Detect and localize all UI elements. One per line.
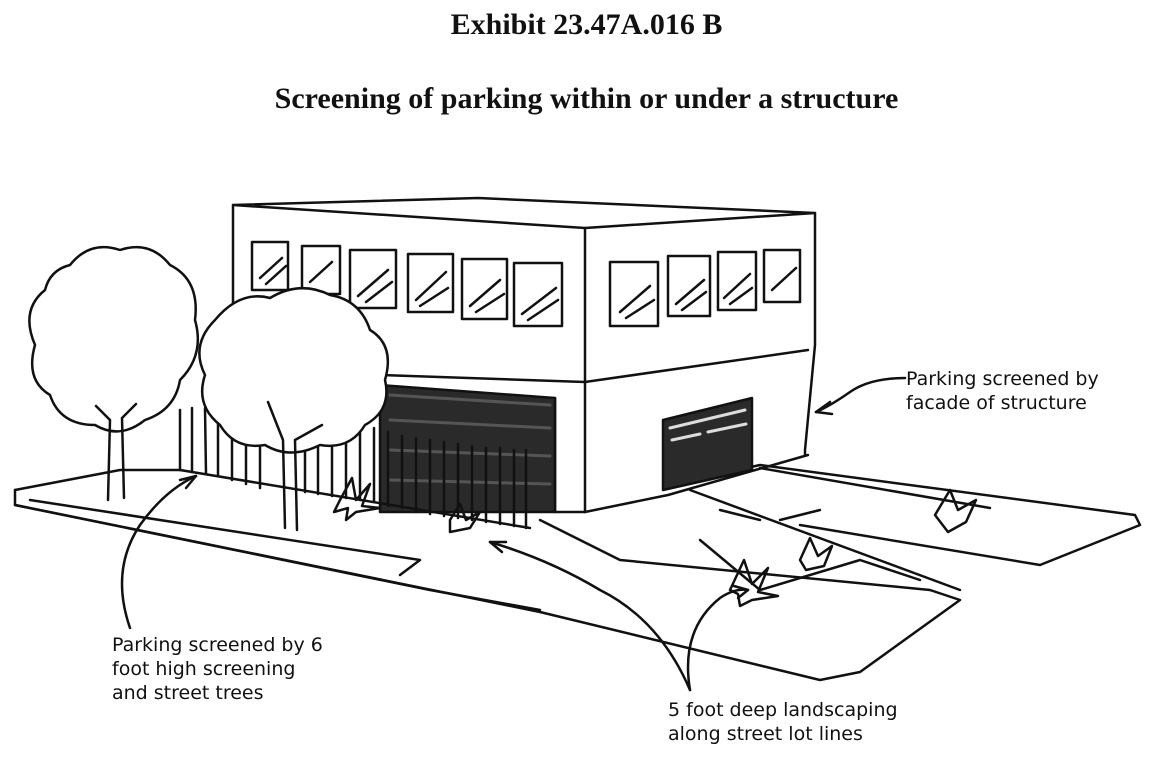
sidewalk-plane — [13, 468, 962, 682]
callout-landscaping: 5 foot deep landscaping along street lot… — [668, 699, 898, 745]
leader-line-landscaping — [488, 540, 750, 692]
leader-line-screening — [120, 474, 198, 630]
street-tree-right — [198, 286, 390, 532]
upper-windows — [250, 240, 802, 328]
roof — [231, 196, 817, 230]
landscaping-shrubs — [332, 476, 978, 608]
street-tree-left — [28, 245, 200, 502]
callout-facade: Parking screened by facade of structure — [906, 368, 1099, 414]
exhibit-title: Exhibit 23.47A.016 B — [450, 8, 723, 41]
callout-screening: Parking screened by 6 foot high screenin… — [112, 634, 323, 704]
exhibit-subtitle: Screening of parking within or under a s… — [274, 82, 899, 115]
parking-opening-side — [661, 396, 754, 492]
leader-line-facade — [814, 376, 907, 416]
parking-opening-front — [378, 383, 557, 514]
